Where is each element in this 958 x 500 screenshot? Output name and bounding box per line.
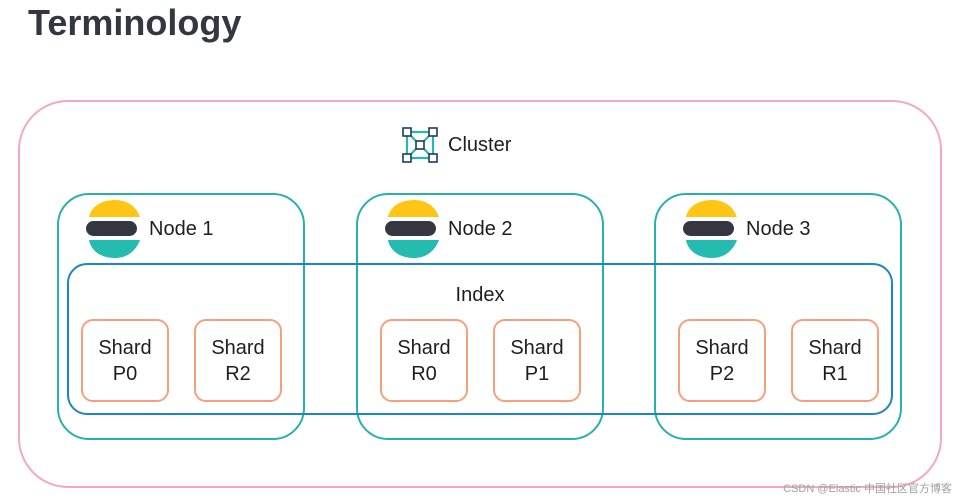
watermark: CSDN @Elastic 中国社区官方博客 — [783, 483, 952, 495]
shard-box-p2: Shard P2 — [678, 319, 766, 402]
cluster-header: Cluster — [402, 127, 511, 163]
shard-box-r1: Shard R1 — [791, 319, 879, 402]
shard-id: R0 — [411, 363, 437, 385]
shard-box-r2: Shard R2 — [194, 319, 282, 402]
page-title: Terminology — [28, 2, 242, 43]
cluster-label: Cluster — [448, 134, 512, 156]
elastic-logo-icon — [86, 200, 142, 260]
cluster-icon — [402, 127, 438, 163]
shard-id: R1 — [822, 363, 848, 385]
shard-name: Shard — [98, 337, 152, 359]
shard-name: Shard — [510, 337, 564, 359]
node-box-3: Node 3 Shard P2 Shard R1 — [654, 193, 902, 440]
shard-box-r0: Shard R0 — [380, 319, 468, 402]
index-label: Index — [455, 284, 505, 306]
node-label: Node 3 — [746, 218, 811, 240]
node-box-2: Node 2 Shard R0 Shard P1 — [356, 193, 604, 440]
shard-box-p0: Shard P0 — [81, 319, 169, 402]
node-label: Node 1 — [149, 218, 214, 240]
shard-name: Shard — [211, 337, 265, 359]
shard-id: P2 — [709, 363, 735, 385]
cluster-box — [18, 100, 942, 488]
shard-name: Shard — [695, 337, 749, 359]
shard-name: Shard — [397, 337, 451, 359]
node-label: Node 2 — [448, 218, 513, 240]
index-box: Index — [67, 263, 893, 415]
shard-name: Shard — [808, 337, 862, 359]
elastic-logo-icon — [385, 200, 441, 260]
shard-id: P1 — [524, 363, 550, 385]
shard-id: P0 — [112, 363, 138, 385]
shard-box-p1: Shard P1 — [493, 319, 581, 402]
shard-id: R2 — [225, 363, 251, 385]
elastic-logo-icon — [683, 200, 739, 260]
node-box-1: Node 1 Shard P0 Shard R2 — [57, 193, 305, 440]
